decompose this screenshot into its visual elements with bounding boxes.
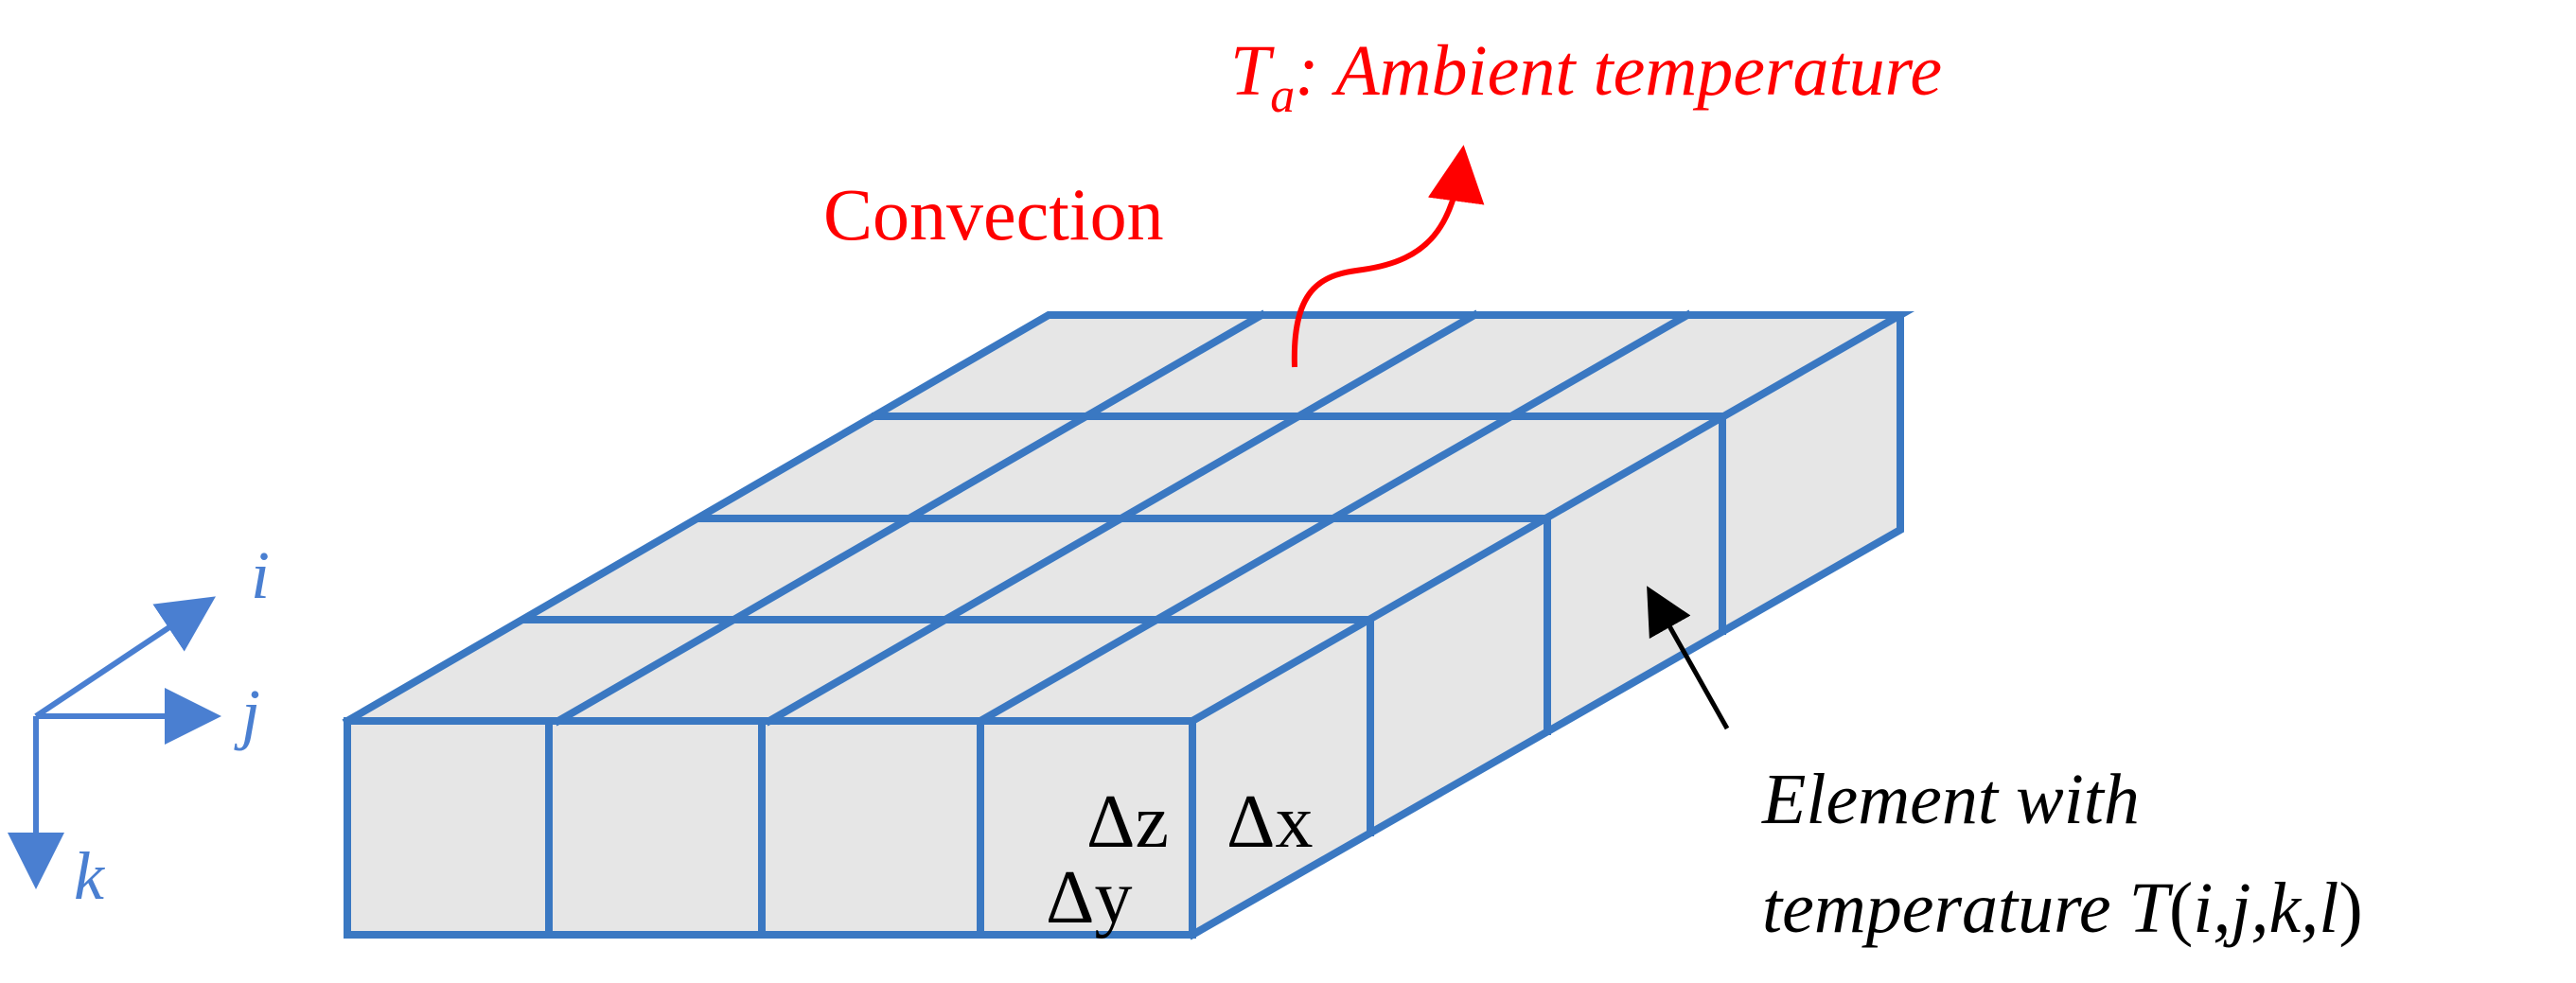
delta-z-label: Δz	[1086, 781, 1169, 864]
top-grid-col-1	[553, 309, 1267, 727]
element-label-open-paren: (	[2169, 869, 2193, 948]
axis-j-label: j	[234, 676, 260, 751]
element-label-line1: Element with	[1761, 760, 2140, 839]
convection-arrow	[1291, 145, 1485, 368]
slab-grid-lines	[342, 309, 1915, 940]
ambient-symbol: T	[1230, 31, 1275, 111]
top-grid-col-2	[764, 309, 1480, 727]
element-label-args: i,j,k,l	[2193, 869, 2338, 948]
side-face-outline	[1187, 311, 1904, 940]
element-label-prefix: temperature	[1762, 869, 2129, 948]
axis-k-label: k	[74, 838, 106, 914]
element-label-close-paren: )	[2338, 869, 2362, 948]
axis-i-label: i	[251, 537, 270, 613]
ambient-temperature-label: Ta: Ambient temperature	[1230, 31, 1942, 123]
element-label-line2: temperature T(i,j,k,l)	[1762, 869, 2363, 948]
top-grid-col-3	[975, 309, 1693, 727]
ambient-subscript: a	[1270, 69, 1295, 123]
element-label-T: T	[2129, 869, 2174, 948]
element-pointer-arrow	[1647, 586, 1730, 730]
ambient-text: : Ambient temperature	[1295, 31, 1942, 111]
axis-i-arrow	[34, 596, 216, 719]
delta-x-label: Δx	[1226, 781, 1313, 864]
front-face-outline	[344, 717, 1196, 939]
delta-y-label: Δy	[1046, 856, 1132, 939]
convection-label: Convection	[823, 173, 1164, 255]
axes-glyph	[8, 596, 221, 889]
